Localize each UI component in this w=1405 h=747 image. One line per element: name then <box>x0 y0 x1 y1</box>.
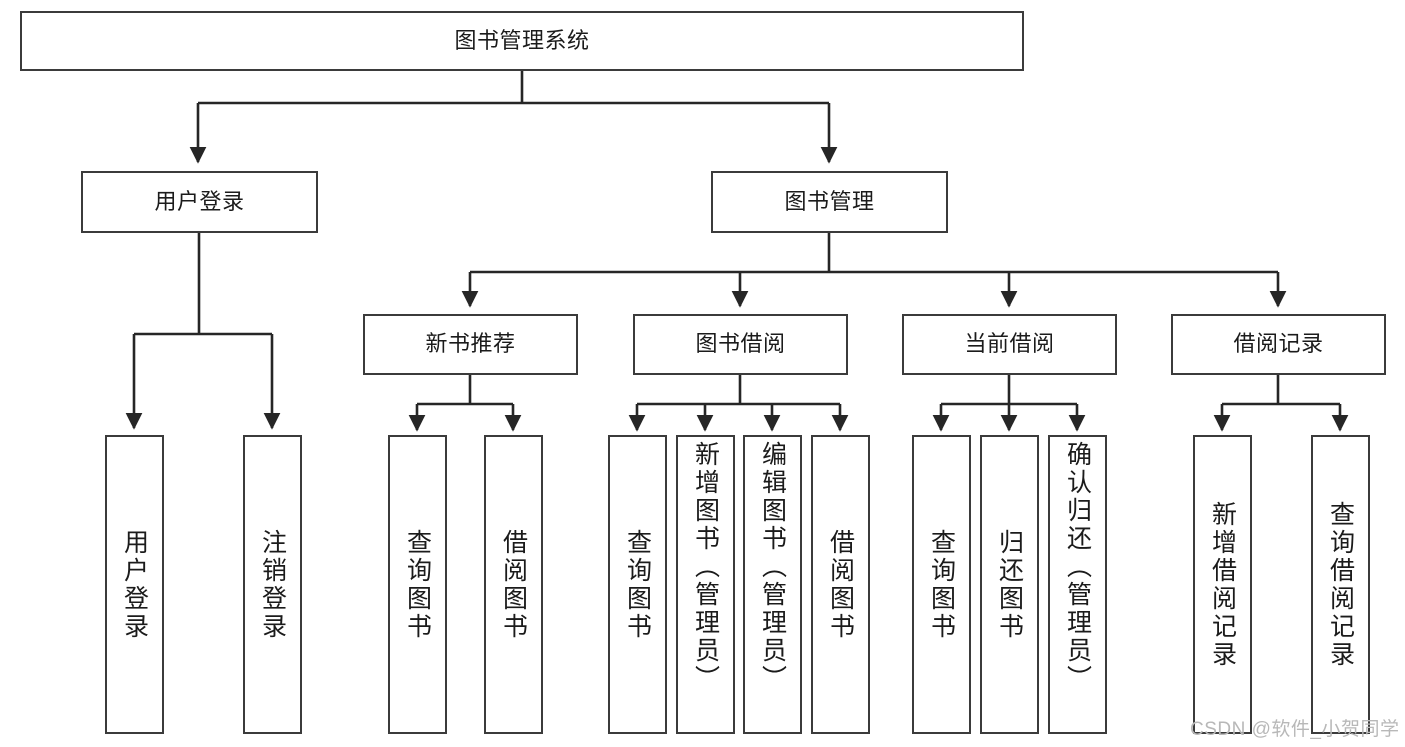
node-user-login[interactable]: 用户登录 <box>81 171 318 233</box>
node-label: 查询图书 <box>403 528 432 641</box>
node-label: 用户登录 <box>120 528 149 641</box>
leaf-borrow-book-recommend[interactable]: 借阅图书 <box>484 435 543 734</box>
node-label: 新增借阅记录 <box>1208 500 1237 669</box>
node-label: 图书借阅 <box>695 331 786 357</box>
node-label: 图书管理 <box>784 188 875 214</box>
leaf-return-book[interactable]: 归还图书 <box>980 435 1039 734</box>
node-root-system[interactable]: 图书管理系统 <box>20 11 1024 71</box>
node-label: 借阅图书 <box>826 528 855 641</box>
leaf-logout-login[interactable]: 注销登录 <box>243 435 302 734</box>
leaf-query-borrow-record[interactable]: 查询借阅记录 <box>1311 435 1370 734</box>
watermark-text: CSDN @软件_小贺同学 <box>1190 719 1400 740</box>
node-book-management[interactable]: 图书管理 <box>711 171 948 233</box>
node-label: 编辑图书（管理员） <box>758 441 787 693</box>
leaf-query-book-current[interactable]: 查询图书 <box>912 435 971 734</box>
leaf-confirm-return-admin[interactable]: 确认归还（管理员） <box>1048 435 1107 734</box>
node-book-borrow[interactable]: 图书借阅 <box>633 314 848 375</box>
node-label: 确认归还（管理员） <box>1063 441 1092 693</box>
node-label: 归还图书 <box>995 528 1024 641</box>
leaf-query-book-recommend[interactable]: 查询图书 <box>388 435 447 734</box>
node-label: 注销登录 <box>258 528 287 641</box>
leaf-add-book-admin[interactable]: 新增图书（管理员） <box>676 435 735 734</box>
node-label: 查询图书 <box>623 528 652 641</box>
node-label: 查询图书 <box>927 528 956 641</box>
node-borrow-record[interactable]: 借阅记录 <box>1171 314 1386 375</box>
node-label: 新书推荐 <box>425 331 516 357</box>
node-new-book-recommend[interactable]: 新书推荐 <box>363 314 578 375</box>
node-label: 新增图书（管理员） <box>691 441 720 693</box>
node-label: 借阅记录 <box>1233 331 1324 357</box>
leaf-user-login[interactable]: 用户登录 <box>105 435 164 734</box>
leaf-edit-book-admin[interactable]: 编辑图书（管理员） <box>743 435 802 734</box>
leaf-add-borrow-record[interactable]: 新增借阅记录 <box>1193 435 1252 734</box>
node-label: 查询借阅记录 <box>1326 500 1355 669</box>
node-current-borrow[interactable]: 当前借阅 <box>902 314 1117 375</box>
node-label: 借阅图书 <box>499 528 528 641</box>
node-label: 图书管理系统 <box>454 27 590 53</box>
node-label: 用户登录 <box>154 188 245 214</box>
node-label: 当前借阅 <box>964 331 1055 357</box>
leaf-borrow-book[interactable]: 借阅图书 <box>811 435 870 734</box>
leaf-query-book-borrow[interactable]: 查询图书 <box>608 435 667 734</box>
